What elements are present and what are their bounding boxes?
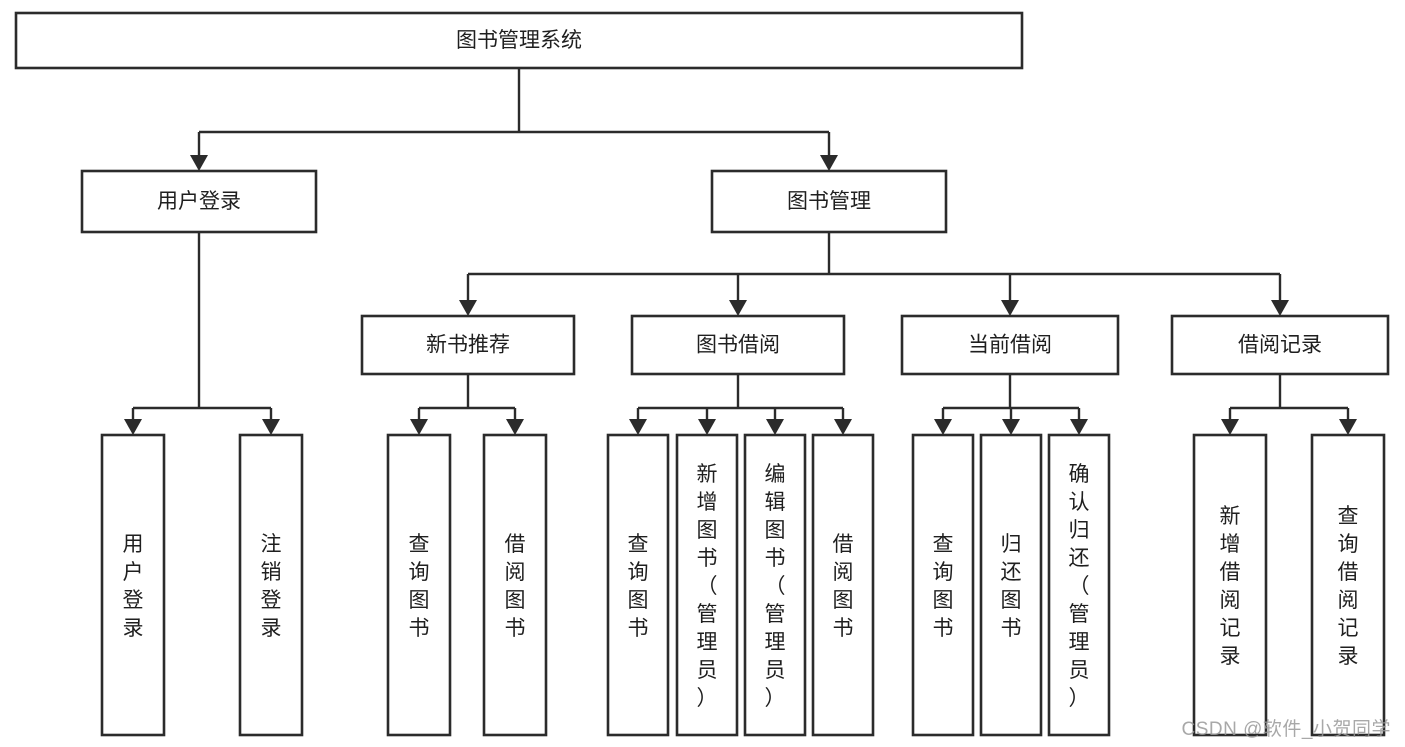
arrowhead-icon bbox=[1339, 419, 1357, 435]
node-label: 图书管理系统 bbox=[456, 29, 582, 52]
node-label: 新书推荐 bbox=[426, 334, 510, 357]
arrowhead-icon bbox=[459, 300, 477, 316]
node-label: 新增借阅记录 bbox=[1220, 505, 1241, 668]
node-leaf-注销登录[interactable]: 注销登录 bbox=[238, 433, 304, 737]
node-label: 查询借阅记录 bbox=[1338, 505, 1359, 668]
node-label: 查询图书 bbox=[409, 533, 430, 640]
arrowhead-icon bbox=[1221, 419, 1239, 435]
node-label: 借阅图书 bbox=[505, 533, 526, 640]
node-label: 注销登录 bbox=[261, 533, 282, 640]
node-label: 确认归还（管理员） bbox=[1069, 463, 1090, 710]
node-leaf-查询图书[interactable]: 查询图书 bbox=[911, 433, 975, 737]
arrowhead-icon bbox=[190, 155, 208, 171]
node-label: 编辑图书（管理员） bbox=[765, 463, 786, 710]
arrowhead-icon bbox=[410, 419, 428, 435]
arrowhead-icon bbox=[1002, 419, 1020, 435]
node-leaf-借阅图书[interactable]: 借阅图书 bbox=[811, 433, 875, 737]
node-box bbox=[979, 433, 1043, 737]
node-label: 归还图书 bbox=[1001, 533, 1022, 640]
node-box bbox=[1192, 433, 1268, 737]
node-leaf-新增图书管理员[interactable]: 新增图书（管理员） bbox=[675, 433, 739, 737]
node-leaf-查询借阅记录[interactable]: 查询借阅记录 bbox=[1310, 433, 1386, 737]
node-box bbox=[911, 433, 975, 737]
node-label: 图书管理 bbox=[787, 190, 871, 213]
arrowhead-icon bbox=[1271, 300, 1289, 316]
node-box bbox=[1310, 433, 1386, 737]
node-box bbox=[1047, 433, 1111, 737]
arrowhead-icon bbox=[506, 419, 524, 435]
arrowhead-icon bbox=[124, 419, 142, 435]
node-l2-用户登录[interactable]: 用户登录 bbox=[80, 169, 318, 234]
arrowhead-icon bbox=[834, 419, 852, 435]
arrowhead-icon bbox=[698, 419, 716, 435]
node-box bbox=[80, 169, 318, 234]
node-l2-图书管理[interactable]: 图书管理 bbox=[710, 169, 948, 234]
node-leaf-用户登录[interactable]: 用户登录 bbox=[100, 433, 166, 737]
node-l3-借阅记录[interactable]: 借阅记录 bbox=[1170, 314, 1390, 376]
node-label: 查询图书 bbox=[933, 533, 954, 640]
node-box bbox=[630, 314, 846, 376]
node-box bbox=[238, 433, 304, 737]
node-label: 用户登录 bbox=[123, 533, 144, 640]
node-label: 当前借阅 bbox=[968, 334, 1052, 357]
node-leaf-新增借阅记录[interactable]: 新增借阅记录 bbox=[1192, 433, 1268, 737]
arrowhead-icon bbox=[629, 419, 647, 435]
arrowhead-icon bbox=[766, 419, 784, 435]
node-label: 借阅记录 bbox=[1238, 334, 1322, 357]
node-leaf-编辑图书管理员[interactable]: 编辑图书（管理员） bbox=[743, 433, 807, 737]
node-leaf-查询图书[interactable]: 查询图书 bbox=[606, 433, 670, 737]
node-l3-当前借阅[interactable]: 当前借阅 bbox=[900, 314, 1120, 376]
node-box bbox=[811, 433, 875, 737]
node-box bbox=[386, 433, 452, 737]
node-leaf-归还图书[interactable]: 归还图书 bbox=[979, 433, 1043, 737]
node-box bbox=[1170, 314, 1390, 376]
node-box bbox=[360, 314, 576, 376]
node-box bbox=[482, 433, 548, 737]
node-box bbox=[900, 314, 1120, 376]
node-box bbox=[14, 11, 1024, 70]
node-label: 新增图书（管理员） bbox=[697, 463, 718, 710]
node-l3-图书借阅[interactable]: 图书借阅 bbox=[630, 314, 846, 376]
arrowhead-icon bbox=[262, 419, 280, 435]
node-l3-新书推荐[interactable]: 新书推荐 bbox=[360, 314, 576, 376]
node-label: 图书借阅 bbox=[696, 334, 780, 357]
node-label: 用户登录 bbox=[157, 190, 241, 213]
node-box bbox=[743, 433, 807, 737]
node-leaf-借阅图书[interactable]: 借阅图书 bbox=[482, 433, 548, 737]
arrowhead-icon bbox=[729, 300, 747, 316]
arrowhead-icon bbox=[1001, 300, 1019, 316]
node-box bbox=[100, 433, 166, 737]
node-box bbox=[710, 169, 948, 234]
node-root-图书管理系统[interactable]: 图书管理系统 bbox=[14, 11, 1024, 70]
arrowhead-icon bbox=[1070, 419, 1088, 435]
node-leaf-查询图书[interactable]: 查询图书 bbox=[386, 433, 452, 737]
connector-layer bbox=[124, 68, 1357, 435]
node-label: 借阅图书 bbox=[833, 533, 854, 640]
node-layer: 图书管理系统用户登录图书管理新书推荐图书借阅当前借阅借阅记录用户登录注销登录查询… bbox=[14, 11, 1390, 737]
arrowhead-icon bbox=[820, 155, 838, 171]
arrowhead-icon bbox=[934, 419, 952, 435]
node-label: 查询图书 bbox=[628, 533, 649, 640]
node-box bbox=[606, 433, 670, 737]
node-leaf-确认归还管理员[interactable]: 确认归还（管理员） bbox=[1047, 433, 1111, 737]
node-box bbox=[675, 433, 739, 737]
